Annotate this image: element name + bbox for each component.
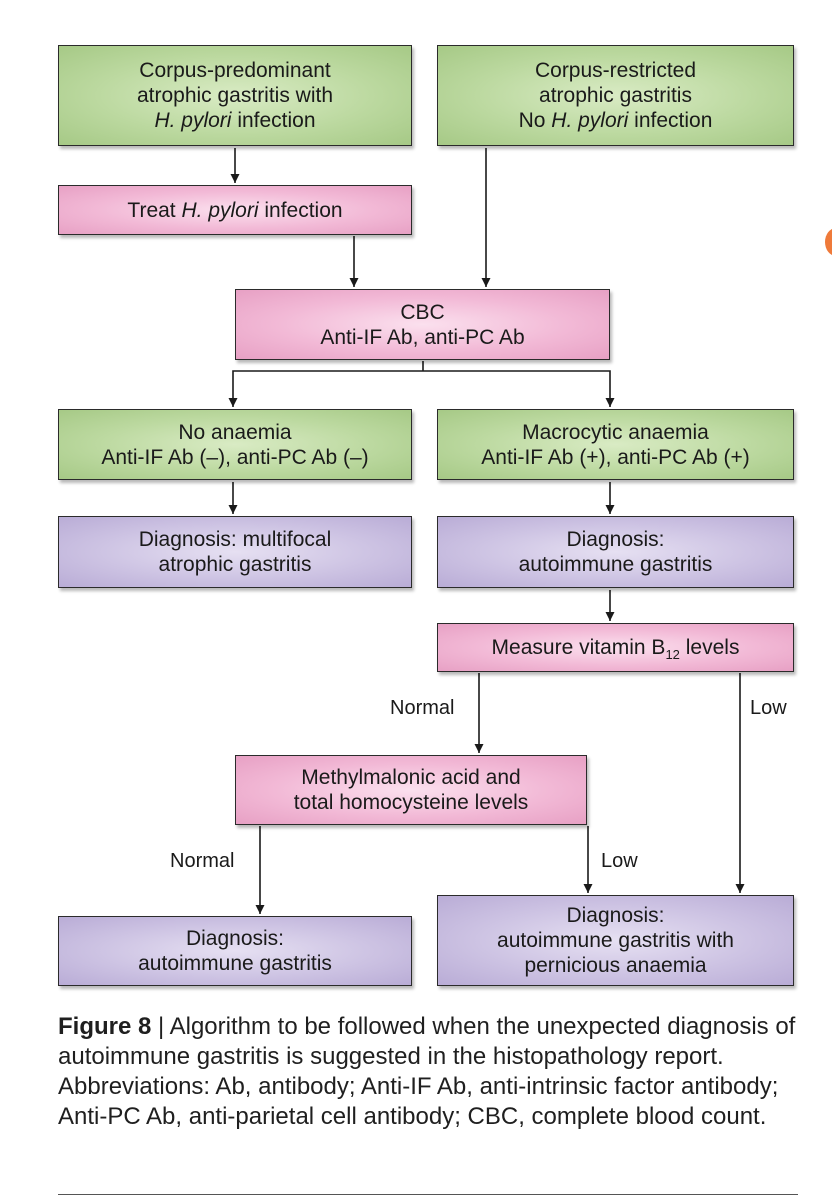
node-measure-b12: Measure vitamin B12 levels xyxy=(437,623,794,672)
orange-page-marker xyxy=(825,228,832,256)
node-no-anaemia: No anaemia Anti-IF Ab (–), anti-PC Ab (–… xyxy=(58,409,412,480)
node-cbc: CBC Anti-IF Ab, anti-PC Ab xyxy=(235,289,610,360)
node-dx-autoimmune-2: Diagnosis: autoimmune gastritis xyxy=(58,916,412,986)
hpylori-line-1: H. pylori infection xyxy=(154,109,316,132)
node-treat-hpylori: Treat H. pylori infection xyxy=(58,185,412,235)
caption-text: Algorithm to be followed when the unexpe… xyxy=(58,1013,796,1130)
arrow-cbc-to-macrocytic xyxy=(423,370,615,407)
hpylori-line-2: No H. pylori infection xyxy=(518,109,713,132)
figure-caption: Figure 8 | Algorithm to be followed when… xyxy=(58,1012,798,1132)
node-dx-autoimmune: Diagnosis: autoimmune gastritis xyxy=(437,516,794,588)
treat-hpylori-label: Treat H. pylori infection xyxy=(127,198,343,222)
node-corpus-predominant: Corpus-predominant atrophic gastritis wi… xyxy=(58,45,412,146)
caption-separator: | xyxy=(151,1013,170,1040)
node-macrocytic-anaemia: Macrocytic anaemia Anti-IF Ab (+), anti-… xyxy=(437,409,794,480)
figure-label: Figure 8 xyxy=(58,1013,152,1040)
node-dx-pernicious: Diagnosis: autoimmune gastritis with per… xyxy=(437,895,794,986)
edge-label-mma-low: Low xyxy=(601,850,638,872)
node-methylmalonic: Methylmalonic acid and total homocystein… xyxy=(235,755,587,825)
edge-label-mma-normal: Normal xyxy=(170,850,235,872)
edge-label-b12-normal: Normal xyxy=(390,697,455,719)
edge-label-b12-low: Low xyxy=(750,697,787,719)
caption-divider xyxy=(58,1194,798,1195)
node-corpus-restricted: Corpus-restricted atrophic gastritis No … xyxy=(437,45,794,146)
measure-b12-label: Measure vitamin B12 levels xyxy=(491,636,740,662)
arrow-cbc-to-no-anaemia xyxy=(228,370,423,407)
node-dx-multifocal: Diagnosis: multifocal atrophic gastritis xyxy=(58,516,412,588)
